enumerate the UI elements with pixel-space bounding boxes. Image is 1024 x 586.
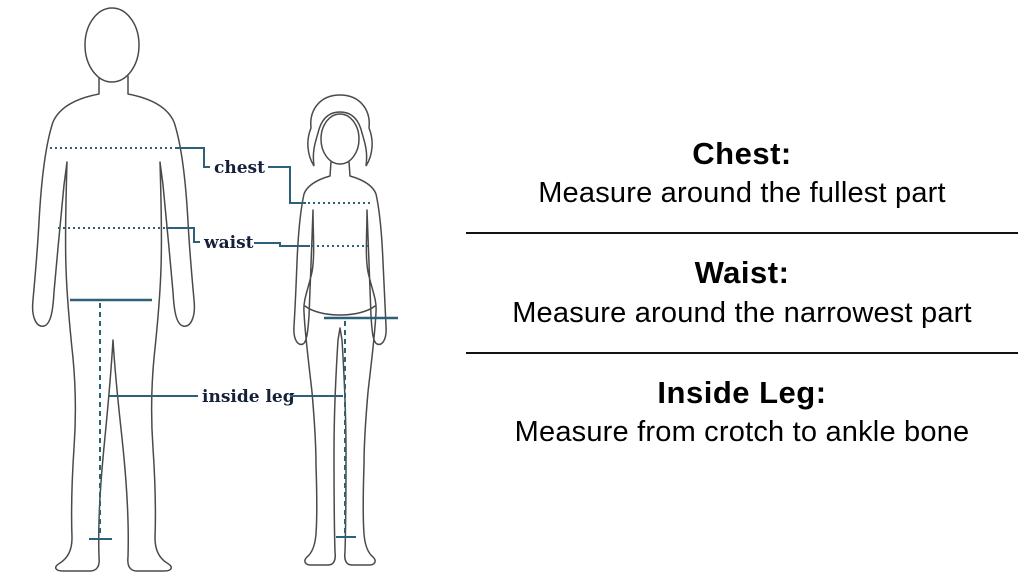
instruction-body-chest: Measure around the fullest part xyxy=(538,177,946,210)
female-swimsuit-line xyxy=(304,305,376,316)
instructions-panel: Chest: Measure around the fullest part W… xyxy=(460,0,1024,586)
waist-measurement: waist xyxy=(58,227,368,253)
measurement-diagram-svg: chest waist inside le xyxy=(31,7,398,572)
instruction-section-chest: Chest: Measure around the fullest part xyxy=(466,132,1018,215)
female-hair xyxy=(307,94,373,167)
instruction-section-waist: Waist: Measure around the narrowest part xyxy=(466,251,1018,334)
divider xyxy=(466,351,1018,354)
instruction-body-waist: Measure around the narrowest part xyxy=(512,296,972,329)
inside-leg-label: inside leg xyxy=(202,387,295,407)
waist-bracket-right xyxy=(254,242,310,247)
female-body-outline xyxy=(293,161,387,566)
male-body-outline xyxy=(31,75,196,572)
divider xyxy=(466,232,1018,235)
male-head xyxy=(84,7,140,83)
chest-measurement: chest xyxy=(50,147,372,204)
female-figure xyxy=(293,94,387,566)
waist-bracket-left xyxy=(166,227,200,243)
instruction-heading-waist: Waist: xyxy=(694,255,790,291)
chest-bracket-right xyxy=(268,166,306,204)
instruction-heading-inside-leg: Inside Leg: xyxy=(657,374,827,410)
chest-label: chest xyxy=(214,158,265,178)
male-figure xyxy=(31,7,196,572)
inside-leg-measurement: inside leg xyxy=(70,298,398,540)
female-head xyxy=(320,113,360,165)
measurement-diagram: chest waist inside le xyxy=(0,0,460,586)
chest-bracket-left xyxy=(176,147,210,168)
instruction-section-inside-leg: Inside Leg: Measure from crotch to ankle… xyxy=(466,371,1018,454)
waist-label: waist xyxy=(203,233,254,253)
instruction-heading-chest: Chest: xyxy=(692,135,792,171)
instruction-body-inside-leg: Measure from crotch to ankle bone xyxy=(514,416,970,449)
